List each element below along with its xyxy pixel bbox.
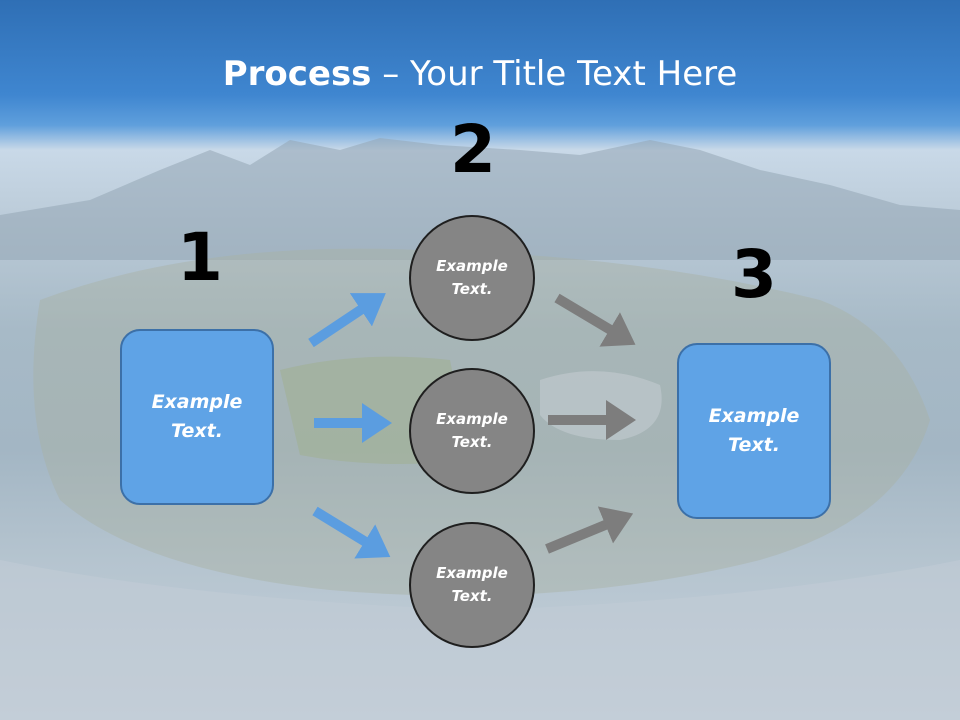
step-number-3: 3 xyxy=(731,236,777,313)
step-3-label: Example Text. xyxy=(708,405,800,456)
step-2-label-top: Example Text. xyxy=(436,257,508,298)
slide-title: Process – Your Title Text Here xyxy=(0,54,960,94)
step-2-label-bottom: Example Text. xyxy=(436,564,508,605)
arrow-to-bottom-circle xyxy=(312,506,391,559)
step-number-2: 2 xyxy=(450,111,496,188)
title-rest: – Your Title Text Here xyxy=(371,54,738,94)
arrow-from-top-circle xyxy=(554,293,636,347)
title-bold: Process xyxy=(222,54,372,94)
step-1-box: Example Text. xyxy=(120,329,274,505)
step-number-1: 1 xyxy=(177,219,223,296)
step-3-box: Example Text. xyxy=(677,343,831,519)
step-2-circle-middle: Example Text. xyxy=(409,368,535,494)
arrow-from-bottom-circle xyxy=(545,506,634,554)
arrow-to-top-circle xyxy=(308,293,386,348)
step-2-circle-bottom: Example Text. xyxy=(409,522,535,648)
step-2-label-middle: Example Text. xyxy=(436,410,508,451)
step-2-circle-top: Example Text. xyxy=(409,215,535,341)
step-1-label: Example Text. xyxy=(151,391,243,442)
